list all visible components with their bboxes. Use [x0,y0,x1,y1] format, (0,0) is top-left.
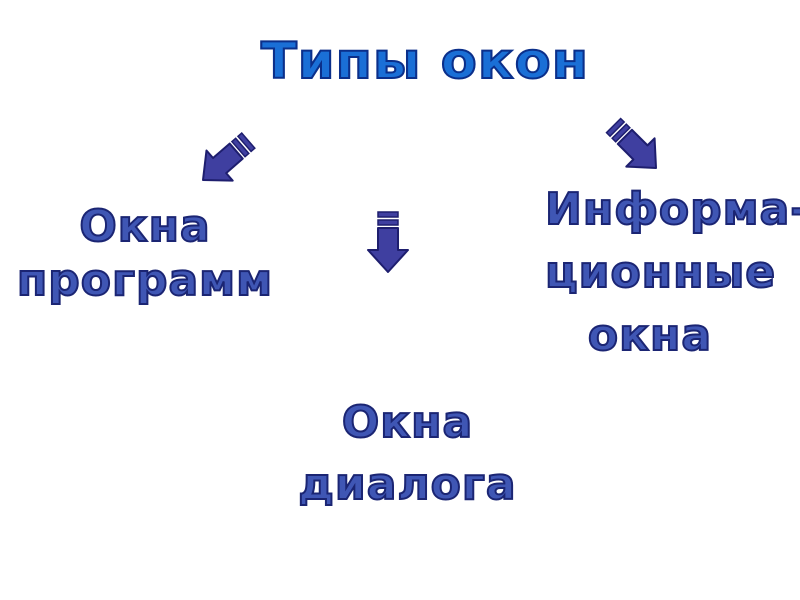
arrow-right-icon [598,110,672,184]
diagram-title: Типы окон [260,31,590,91]
node-program-windows: Окна программ [16,200,274,307]
node-info-windows: Информа- ционные окна [544,183,800,362]
node-dialog-windows: Окна диалога [297,396,517,511]
arrow-down-icon [367,211,409,273]
arrow-left-icon [188,124,263,197]
